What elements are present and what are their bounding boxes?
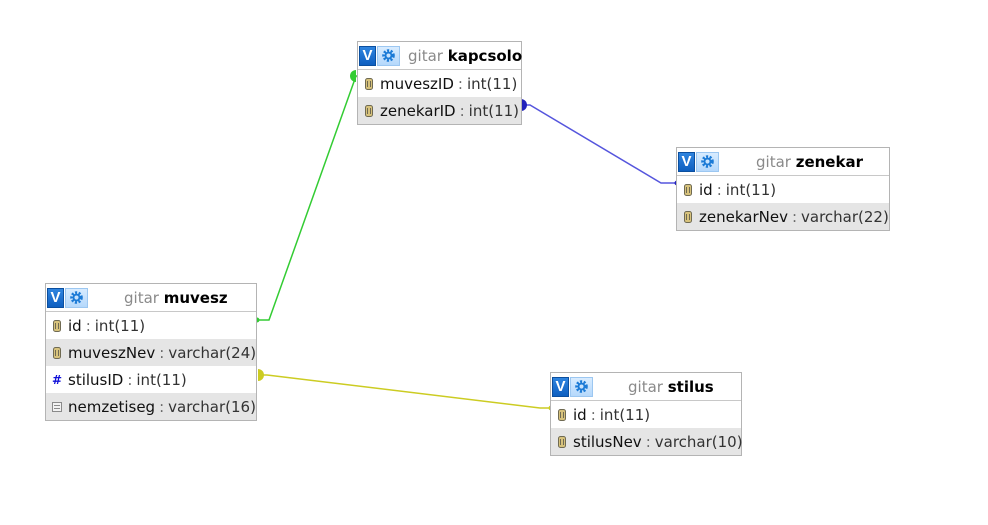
column-type: int(11) [466, 74, 518, 93]
table-name: zenekar [795, 152, 863, 171]
column-separator: : [590, 405, 596, 424]
column-separator: : [791, 207, 798, 226]
hash-icon: # [51, 372, 63, 387]
table-name: muvesz [163, 288, 228, 307]
gear-icon[interactable] [377, 45, 400, 66]
gear-icon[interactable] [570, 376, 593, 397]
column-row[interactable]: nemzetiseg:varchar(16) [46, 393, 256, 420]
table-name: stilus [667, 377, 714, 396]
column-separator: : [159, 343, 165, 362]
column-separator: : [85, 316, 91, 335]
column-name: zenekarNev [699, 207, 788, 226]
table-header[interactable]: V gitar muvesz [46, 284, 256, 312]
column-name: muveszID [380, 74, 454, 93]
gear-icon[interactable] [696, 151, 719, 172]
column-row[interactable]: muveszID:int(11) [358, 70, 521, 97]
column-row[interactable]: stilusNev:varchar(10) [551, 428, 743, 455]
column-separator: : [127, 370, 133, 389]
column-type: varchar(22) [801, 207, 889, 226]
relation-kapcsolo-zenekar [521, 99, 680, 186]
key-icon [364, 77, 374, 90]
table-kapcsolo[interactable]: V gitar kapcsolo muveszID:int(11) zeneka… [357, 41, 522, 125]
table-header[interactable]: V gitar zenekar [677, 148, 889, 176]
table-zenekar[interactable]: V gitar zenekar id:int(11) zenekarNev:va… [676, 147, 890, 231]
column-separator: : [457, 74, 463, 93]
table-title: gitar kapcsolo [408, 47, 522, 65]
column-separator: : [645, 432, 651, 451]
column-type: varchar(24) [168, 343, 257, 362]
toggle-icon[interactable]: V [47, 287, 64, 308]
database-name: gitar [124, 288, 159, 307]
column-row[interactable]: id:int(11) [46, 312, 256, 339]
database-name: gitar [756, 152, 791, 171]
column-row[interactable]: id:int(11) [677, 176, 889, 203]
toggle-icon[interactable]: V [552, 376, 569, 397]
column-type: int(11) [94, 316, 146, 335]
database-name: gitar [628, 377, 663, 396]
gear-icon[interactable] [65, 287, 88, 308]
column-icon [52, 401, 62, 413]
table-title: gitar stilus [628, 378, 714, 396]
key-icon [557, 408, 567, 421]
toggle-icon[interactable]: V [359, 45, 376, 66]
column-separator: : [716, 180, 722, 199]
column-type: varchar(10) [654, 432, 743, 451]
toggle-icon[interactable]: V [678, 151, 695, 172]
table-header[interactable]: V gitar kapcsolo [358, 42, 522, 70]
table-header[interactable]: V gitar stilus [551, 373, 741, 401]
key-icon [364, 104, 374, 117]
table-name: kapcsolo [447, 46, 523, 65]
column-separator: : [159, 397, 165, 416]
column-name: stilusNev [573, 432, 642, 451]
relation-muvesz-kapcsolo [254, 70, 358, 323]
column-type: varchar(16) [168, 397, 256, 416]
database-name: gitar [408, 46, 443, 65]
key-icon [683, 210, 693, 223]
key-icon [557, 435, 567, 448]
key-icon [683, 183, 693, 196]
column-row[interactable]: zenekarNev:varchar(22) [677, 203, 889, 230]
column-row[interactable]: # stilusID:int(11) [46, 366, 256, 393]
key-icon [52, 346, 62, 359]
column-row[interactable]: muveszNev:varchar(24) [46, 339, 256, 366]
table-title: gitar muvesz [124, 289, 228, 307]
table-stilus[interactable]: V gitar stilus id:int(11) stilusNev:varc… [550, 372, 743, 456]
relation-muvesz-stilus [258, 369, 554, 411]
column-type: int(11) [136, 370, 187, 389]
column-name: zenekarID [380, 101, 456, 120]
column-type: int(11) [599, 405, 651, 424]
column-type: int(11) [725, 180, 777, 199]
column-name: stilusID [68, 370, 124, 389]
column-separator: : [459, 101, 465, 120]
column-row[interactable]: zenekarID:int(11) [358, 97, 521, 124]
column-name: id [573, 405, 587, 424]
table-title: gitar zenekar [756, 153, 863, 171]
table-muvesz[interactable]: V gitar muvesz id:int(11) muveszNev:varc… [45, 283, 257, 421]
column-name: id [68, 316, 82, 335]
key-icon [52, 319, 62, 332]
column-type: int(11) [468, 101, 520, 120]
column-row[interactable]: id:int(11) [551, 401, 741, 428]
column-name: nemzetiseg [68, 397, 156, 416]
column-name: muveszNev [68, 343, 156, 362]
column-name: id [699, 180, 713, 199]
